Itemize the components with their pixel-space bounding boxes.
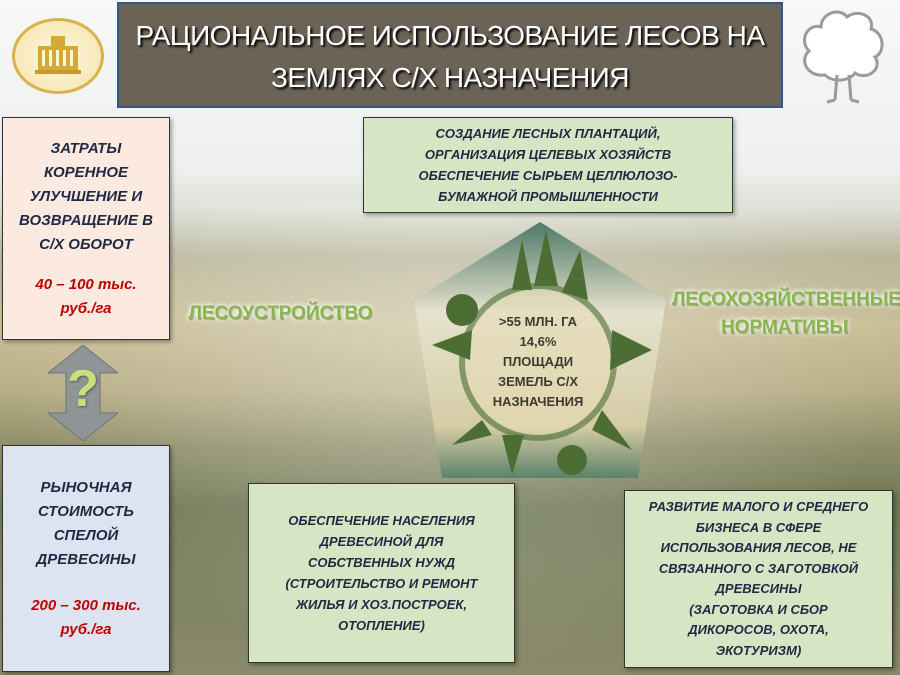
- business-text: СВЯЗАННОГО С ЗАГОТОВКОЙ: [658, 560, 859, 576]
- costs-text: УЛУЧШЕНИЕ И: [29, 187, 143, 205]
- population-text: ЖИЛЬЯ И ХОЗ.ПОСТРОЕК,: [295, 597, 468, 612]
- costs-value-unit: руб./га: [60, 299, 112, 317]
- plantations-box: СОЗДАНИЕ ЛЕСНЫХ ПЛАНТАЦИЙ, ОРГАНИЗАЦИЯ Ц…: [363, 117, 733, 213]
- business-text: ДИКОРОСОВ, ОХОТА,: [688, 622, 829, 637]
- population-text: СОБСТВЕННЫХ НУЖД: [307, 555, 456, 570]
- market-text: ДРЕВЕСИНЫ: [36, 550, 136, 568]
- population-text: ОБЕСПЕЧЕНИЕ НАСЕЛЕНИЯ: [288, 513, 475, 528]
- business-text: ДРЕВЕСИНЫ: [715, 581, 802, 596]
- title-line-1: РАЦИОНАЛЬНОЕ ИСПОЛЬЗОВАНИЕ ЛЕСОВ НА: [135, 20, 765, 51]
- market-text: СПЕЛОЙ: [53, 526, 119, 544]
- costs-text: КОРЕННОЕ: [43, 163, 129, 181]
- costs-text: ВОЗВРАЩЕНИЕ В: [19, 211, 153, 229]
- forestry-standards-line: ЛЕСОХОЗЯЙСТВЕННЫЕ: [672, 289, 900, 310]
- population-supply-box: ОБЕСПЕЧЕНИЕ НАСЕЛЕНИЯ ДРЕВЕСИНОЙ ДЛЯ СОБ…: [248, 483, 515, 663]
- slide-title: РАЦИОНАЛЬНОЕ ИСПОЛЬЗОВАНИЕ ЛЕСОВ НА ЗЕМЛ…: [117, 2, 783, 108]
- duma-logo: [12, 18, 104, 94]
- center-statistic: >55 МЛН. ГА 14,6% ПЛОЩАДИ ЗЕМЕЛЬ С/Х НАЗ…: [466, 312, 610, 412]
- business-text: (ЗАГОТОВКА И СБОР: [689, 601, 828, 617]
- business-text: ИСПОЛЬЗОВАНИЯ ЛЕСОВ, НЕ: [660, 540, 857, 555]
- costs-value: 40 – 100 тыс.: [35, 275, 137, 293]
- business-text: БИЗНЕСА В СФЕРЕ: [695, 519, 822, 535]
- tree-icon: [803, 10, 884, 104]
- population-text: ОТОПЛЕНИЕ): [338, 618, 425, 633]
- business-text: РАЗВИТИЕ МАЛОГО И СРЕДНЕГО: [648, 499, 869, 514]
- plantations-text: БУМАЖНОЙ ПРОМЫШЛЕННОСТИ: [438, 189, 658, 204]
- small-business-box: РАЗВИТИЕ МАЛОГО И СРЕДНЕГО БИЗНЕСА В СФЕ…: [624, 490, 893, 668]
- double-arrow: ?: [48, 345, 118, 441]
- costs-box: ЗАТРАТЫ КОРЕННОЕ УЛУЧШЕНИЕ И ВОЗВРАЩЕНИЕ…: [2, 117, 170, 340]
- market-value-box: РЫНОЧНАЯ СТОИМОСТЬ СПЕЛОЙ ДРЕВЕСИНЫ 200 …: [2, 445, 170, 672]
- costs-text: ЗАТРАТЫ: [50, 139, 122, 157]
- center-text: НАЗНАЧЕНИЯ: [492, 394, 584, 409]
- center-area: >55 МЛН. ГА: [498, 314, 578, 329]
- market-value-unit: руб./га: [60, 620, 112, 638]
- forestry-standards-line: НОРМАТИВЫ: [720, 317, 849, 338]
- forestry-standards-label: ЛЕСОХОЗЯЙСТВЕННЫЕ НОРМАТИВЫ: [672, 286, 900, 342]
- business-text: ЭКОТУРИЗМ): [715, 642, 802, 658]
- plantations-text: ОБЕСПЕЧЕНИЕ СЫРЬЕМ ЦЕЛЛЮЛОЗО-: [418, 168, 678, 183]
- market-text: РЫНОЧНАЯ: [40, 478, 132, 496]
- population-text: (СТРОИТЕЛЬСТВО И РЕМОНТ: [285, 576, 478, 591]
- population-text: ДРЕВЕСИНОЙ ДЛЯ: [319, 534, 444, 549]
- plantations-text: СОЗДАНИЕ ЛЕСНЫХ ПЛАНТАЦИЙ,: [435, 126, 661, 141]
- center-percent: 14,6%: [519, 334, 557, 349]
- forest-pentagon-graphic: [414, 222, 666, 478]
- forest-management-label: ЛЕСОУСТРОЙСТВО: [188, 303, 373, 324]
- market-value: 200 – 300 тыс.: [31, 596, 141, 614]
- plantations-text: ОРГАНИЗАЦИЯ ЦЕЛЕВЫХ ХОЗЯЙСТВ: [424, 147, 672, 162]
- market-text: СТОИМОСТЬ: [38, 502, 134, 520]
- title-line-2: ЗЕМЛЯХ С/Х НАЗНАЧЕНИЯ: [270, 62, 630, 93]
- center-text: ПЛОЩАДИ: [502, 354, 574, 369]
- question-mark: ?: [67, 360, 99, 418]
- center-text: ЗЕМЕЛЬ С/Х: [497, 374, 579, 389]
- costs-text: С/Х ОБОРОТ: [39, 235, 133, 253]
